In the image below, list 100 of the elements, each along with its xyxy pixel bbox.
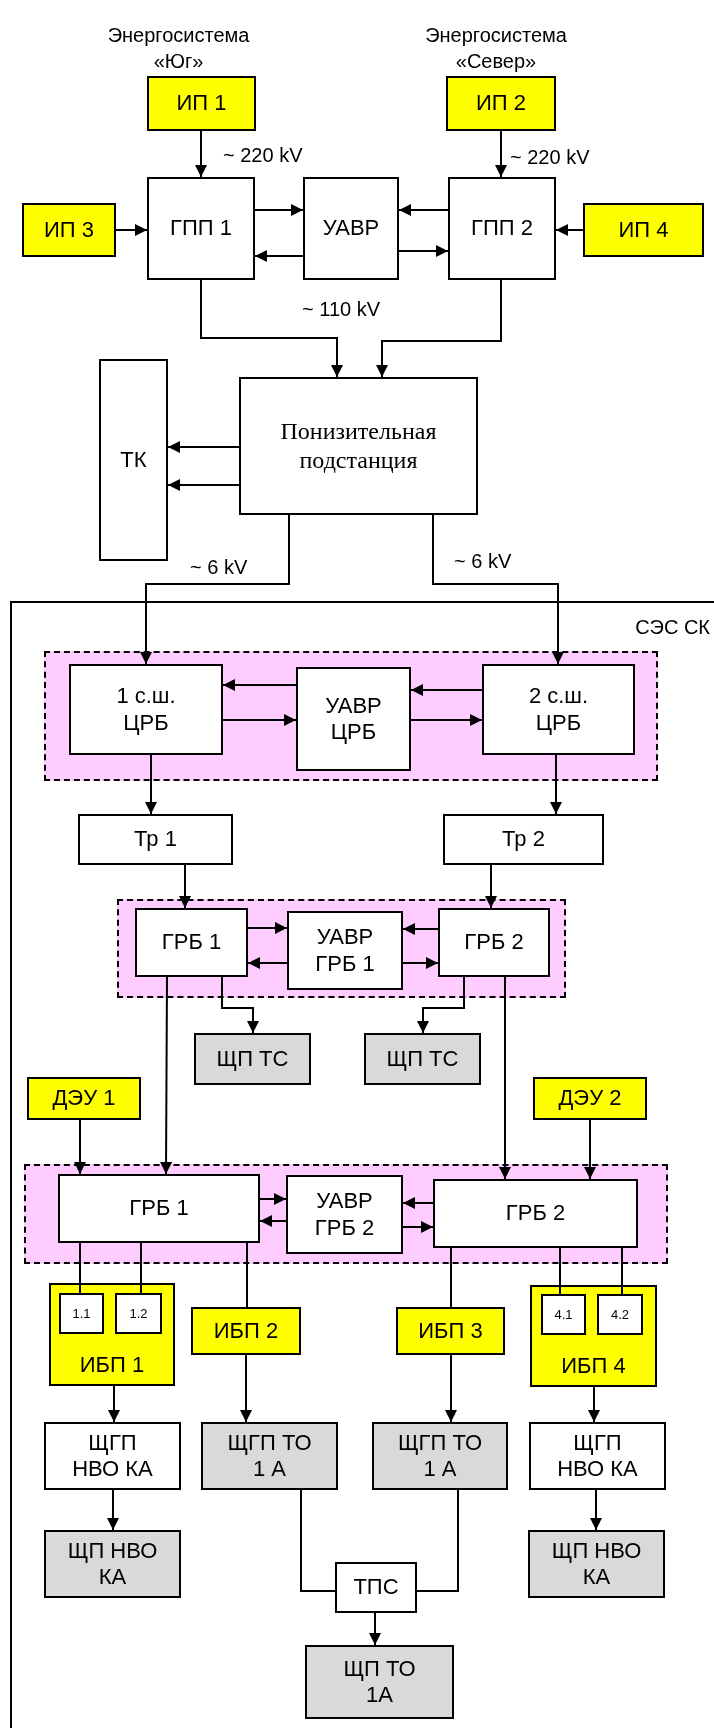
arrow (495, 130, 507, 178)
arrow (410, 714, 483, 726)
block-label: ТПС (353, 1574, 399, 1601)
block-box (443, 814, 604, 865)
block-box (239, 377, 478, 515)
arrow (240, 1354, 252, 1423)
arrow (200, 279, 343, 378)
arrow (107, 1489, 119, 1531)
arrow (222, 714, 297, 726)
block-box (49, 1283, 175, 1386)
block-label: ИП 2 (476, 90, 526, 117)
block-box (59, 1293, 104, 1334)
block-label: ЩГП НВО КА (71, 1429, 154, 1483)
arrow (499, 976, 511, 1180)
block-label: ИП 4 (618, 216, 669, 244)
arrow (74, 1119, 86, 1175)
arrow (115, 224, 148, 236)
block-box (44, 1422, 181, 1490)
arrow (222, 679, 297, 691)
block-label: ЩП ТО 1А (342, 1655, 417, 1709)
arrow (550, 754, 562, 815)
block-label: ГПП 2 (471, 215, 533, 242)
arrow (179, 864, 191, 909)
system-caption: Энергосистема «Север» (424, 23, 568, 74)
block-box (69, 664, 223, 755)
arrow (247, 957, 288, 969)
block-box (201, 1422, 338, 1490)
block-box (135, 908, 248, 977)
arrow (145, 754, 157, 815)
arrow (588, 1386, 600, 1423)
block-box (27, 1077, 141, 1120)
block-label: Понизительная подстанция (279, 417, 438, 475)
block-label: 1.2 (129, 1305, 148, 1322)
block-box (147, 177, 255, 280)
block-box (286, 1175, 403, 1254)
connector-line (450, 1247, 452, 1308)
block-box (99, 359, 168, 561)
block-box (191, 1307, 301, 1355)
system-boundary-frame (10, 601, 714, 1728)
connector-line (559, 1247, 561, 1295)
arrow (445, 1354, 457, 1423)
block-box (482, 664, 635, 755)
block-label: ДЭУ 2 (558, 1085, 622, 1112)
arrow (432, 514, 564, 665)
block-box (287, 911, 403, 990)
block-label: ЩГП ТО 1 А (397, 1429, 483, 1483)
arrow (108, 1385, 120, 1423)
block-box (533, 1077, 647, 1120)
connector-line (300, 1489, 336, 1592)
block-box (396, 1307, 505, 1355)
block-label: СЭС СК (635, 615, 710, 639)
block-label: ИП 1 (176, 90, 227, 117)
arrow (195, 130, 207, 178)
block-label: 4.2 (610, 1306, 630, 1323)
block-box (530, 1285, 657, 1387)
connector-line (621, 1247, 623, 1295)
arrow (259, 1193, 287, 1205)
block-box (541, 1294, 586, 1335)
block-label: ЩП НВО КА (551, 1537, 642, 1591)
connector-line (246, 1242, 248, 1308)
block-box (335, 1562, 417, 1613)
connector-line (416, 1489, 459, 1592)
block-box (529, 1422, 666, 1490)
connector-line (140, 1242, 142, 1294)
arrow (140, 514, 290, 665)
block-box (433, 1179, 638, 1248)
block-box (597, 1294, 643, 1335)
block-label: ЩП НВО КА (67, 1537, 158, 1591)
block-label: 2 с.ш. ЦРБ (527, 683, 590, 736)
block-label: ТК (120, 446, 147, 474)
arrow (376, 279, 502, 378)
block-box (364, 1033, 481, 1085)
block-box (448, 177, 556, 280)
block-label: ГРБ 2 (505, 1200, 566, 1227)
arrow (485, 864, 497, 909)
dashed-group-panel (117, 899, 566, 998)
block-box (438, 908, 550, 977)
arrow (254, 250, 304, 262)
arrow (398, 245, 449, 257)
block-label: ИБП 2 (213, 1317, 279, 1345)
block-label: 4.1 (554, 1306, 573, 1323)
arrow (555, 224, 584, 236)
arrow (417, 976, 465, 1034)
arrow (167, 441, 240, 453)
block-box (78, 814, 233, 865)
block-label: ГРБ 1 (161, 929, 222, 956)
dashed-group-panel (44, 651, 658, 781)
arrow (402, 923, 439, 935)
arrow (402, 1197, 434, 1209)
block-box (303, 177, 399, 280)
block-label: 1 с.ш. ЦРБ (115, 683, 177, 736)
arrow (590, 1489, 602, 1531)
arrow (369, 1612, 381, 1646)
system-caption: Энергосистема «Юг» (106, 23, 251, 74)
block-label: УАВР (322, 215, 380, 242)
block-box (305, 1645, 454, 1719)
arrow (410, 684, 483, 696)
block-label: ЩП ТС (216, 1045, 289, 1073)
block-box (115, 1293, 162, 1334)
block-label: ЩГП НВО КА (556, 1429, 639, 1483)
